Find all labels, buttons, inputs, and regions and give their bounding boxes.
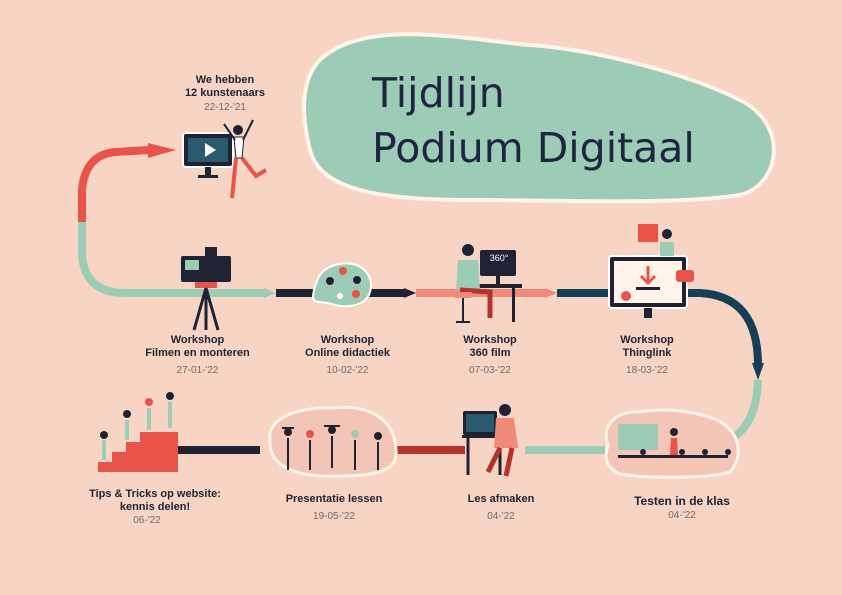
path-segment-mint-left (78, 222, 265, 297)
event-label-tips: Tips & Tricks op website: kennis delen! … (77, 488, 233, 526)
event-date: 19-05-'22 (313, 511, 355, 522)
event-title-line1: Testen in de klas (634, 494, 730, 508)
event-label-presentatie: Presentatie lessen 19-05-'22 (272, 493, 396, 522)
event-label-artists: We hebben 12 kunstenaars 22-12-'21 (165, 74, 285, 113)
arrow-head-4 (752, 363, 764, 380)
event-title-line1: Presentatie lessen (285, 493, 383, 505)
classroom-illustration (604, 408, 740, 479)
event-title-line2: kennis delen! (119, 501, 191, 513)
event-title-line1: Les afmaken (467, 493, 535, 505)
path-segment-navy-bottom (178, 446, 260, 454)
event-date: 18-03-'22 (626, 365, 668, 376)
arrow-head-2 (404, 288, 416, 298)
event-label-thinglink: Workshop Thinglink 18-03-'22 (597, 334, 697, 376)
title-line-1: Tijdlijn (372, 69, 505, 117)
arrow-head-1 (264, 288, 276, 298)
event-date: 10-02-'22 (326, 365, 369, 376)
event-date: 07-03-'22 (469, 365, 511, 376)
event-date: 04-'22 (668, 510, 696, 521)
path-segment-dark-red (395, 446, 465, 454)
event-date: 27-01-'22 (176, 365, 219, 376)
vr-desk-illustration (454, 244, 522, 323)
event-date: 04-'22 (487, 511, 515, 522)
event-title-line2: 12 kunstenaars (184, 87, 266, 99)
event-date: 22-12-'21 (204, 102, 246, 113)
desk-worker-illustration (462, 404, 518, 477)
event-title-line1: Workshop (170, 334, 225, 346)
thinglink-monitor-illustration (608, 224, 694, 318)
vr-360-badge: 360° (489, 253, 509, 263)
monitor-dancer-illustration (182, 119, 268, 199)
palette-illustration (312, 262, 372, 308)
arrow-head-3 (545, 288, 557, 298)
event-title-line1: Workshop (320, 334, 375, 346)
event-title-line2: 360 film (469, 347, 511, 359)
event-label-filmen: Workshop Filmen en monteren 27-01-'22 (130, 334, 265, 376)
event-title-line2: Filmen en monteren (145, 347, 250, 359)
path-segment-teal (557, 289, 762, 366)
stairs-illustration (98, 392, 178, 472)
event-title-line1: Tips & Tricks op website: (89, 488, 221, 500)
event-label-360: Workshop 360 film 07-03-'22 (440, 334, 540, 376)
event-title-line1: Workshop (463, 334, 517, 346)
presentation-group-illustration (268, 405, 398, 478)
title-blob (302, 32, 776, 204)
event-title-line1: Workshop (620, 334, 674, 346)
event-label-testen: Testen in de klas 04-'22 (618, 494, 746, 522)
arrow-head-start (148, 143, 176, 158)
event-title-line2: Thinglink (622, 347, 672, 359)
title-line-2: Podium Digitaal (372, 124, 695, 172)
path-segment-mint-bottom (525, 446, 605, 454)
path-segment-start-red (78, 146, 151, 222)
event-date: 06-'22 (133, 515, 161, 526)
event-label-didactiek: Workshop Online didactiek 10-02-'22 (285, 334, 410, 376)
event-title-line2: Online didactiek (305, 347, 390, 359)
event-title-line1: We hebben (195, 74, 255, 86)
page-title: Tijdlijn Podium Digitaal (372, 66, 695, 176)
camera-tripod-illustration (181, 247, 231, 331)
event-label-afmaken: Les afmaken 04-'22 (450, 493, 552, 522)
